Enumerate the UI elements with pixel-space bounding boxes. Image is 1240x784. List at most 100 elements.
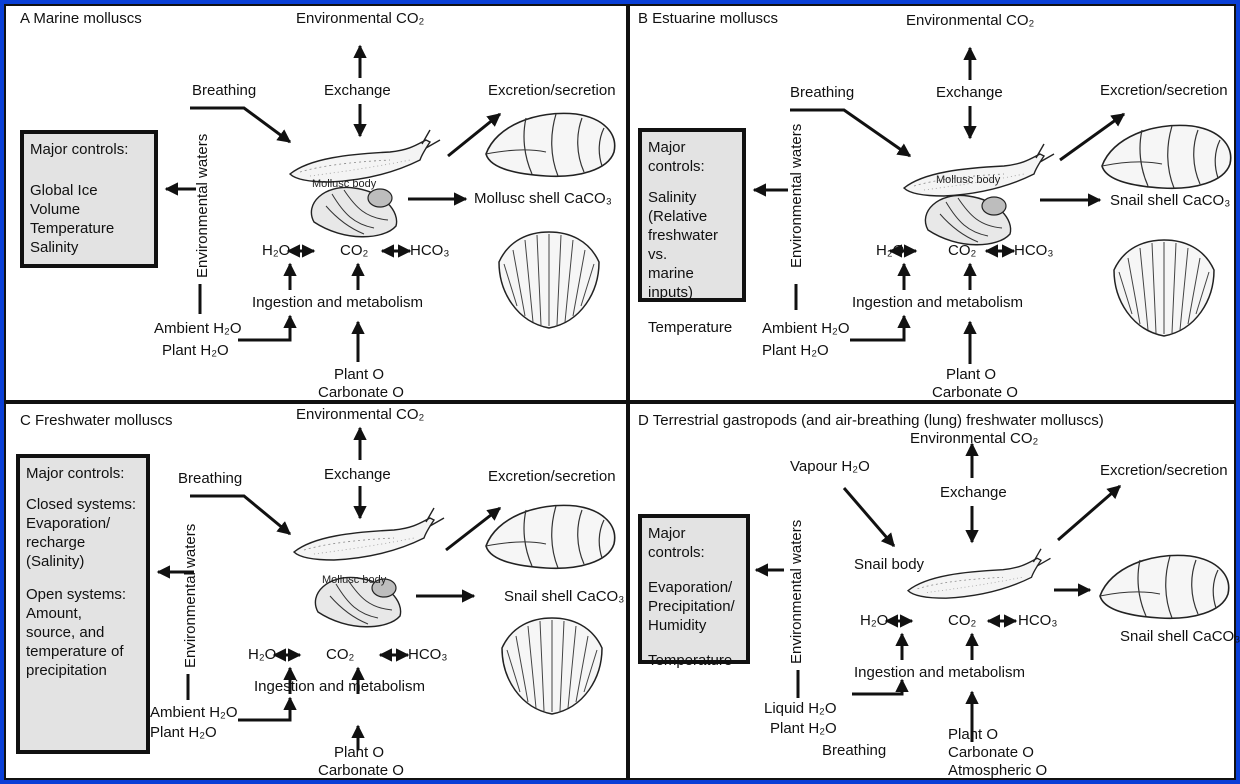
panel-b-h2o: H₂O: [876, 242, 905, 259]
panel-b-carbonate-o: Carbonate O: [932, 384, 1018, 401]
panel-c-control-item: Evaporation/: [26, 515, 111, 532]
panel-d-h2o: H₂O: [860, 612, 889, 629]
panel-d-breathing: Breathing: [822, 742, 887, 759]
panel-a-ingestion: Ingestion and metabolism: [252, 294, 423, 311]
panel-d-snail-shell: [1099, 554, 1230, 620]
panel-a-controls-box: Major controls: Global Ice Volume Temper…: [20, 130, 158, 268]
panel-d-carbonate-o: Carbonate O: [948, 744, 1034, 761]
panel-a-excretion: Excretion/secretion: [488, 82, 616, 99]
panel-c-control-item: Open systems:: [26, 586, 127, 603]
panel-d-plant-h2o: Plant H₂O: [770, 720, 837, 737]
panel-d-hco3: HCO₃: [1018, 612, 1058, 629]
panel-b-control-item: freshwater vs.: [648, 227, 719, 263]
panel-b-hco3: HCO₃: [1014, 242, 1054, 259]
panel-c-h2o: H₂O: [248, 646, 277, 663]
panel-c-scallop-shell: [501, 617, 603, 715]
panel-b-mollusc-slug: [903, 143, 1055, 197]
panel-d-arrows: [754, 442, 1122, 742]
panel-c-exchange: Exchange: [324, 466, 391, 483]
panel-b-plant-o: Plant O: [946, 366, 997, 383]
panel-a-ambient-h2o: Ambient H₂O: [154, 320, 242, 337]
panel-b-co2: CO₂: [948, 242, 977, 259]
panel-a-mollusc-slug: [289, 129, 441, 183]
panel-c-control-item: precipitation: [26, 662, 107, 679]
panel-a-exchange: Exchange: [324, 82, 391, 99]
panel-c-control-item: Amount,: [26, 605, 82, 622]
panel-d-atmospheric-o: Atmospheric O: [948, 762, 1048, 779]
panel-a-hco3: HCO₃: [410, 242, 450, 259]
panel-a-carbonate-o: Carbonate O: [318, 384, 404, 401]
diagram-frame: A Marine molluscs Environmental CO₂ Exch…: [4, 4, 1240, 780]
panel-b-ingestion: Ingestion and metabolism: [852, 294, 1023, 311]
panel-c-ingestion: Ingestion and metabolism: [254, 678, 425, 695]
panel-d-exchange: Exchange: [940, 484, 1007, 501]
panel-b-breathing: Breathing: [790, 84, 855, 101]
panel-b-control-item: (Relative: [648, 208, 708, 225]
panel-c-co2: CO₂: [326, 646, 355, 663]
panel-c-shell-label: Snail shell CaCO₃: [504, 588, 625, 605]
panel-c-plant-o: Plant O: [334, 744, 385, 761]
panel-d-liquid-h2o: Liquid H₂O: [764, 700, 837, 717]
panel-d-controls-title: Major controls:: [648, 525, 705, 561]
panel-a-controls-title: Major controls:: [30, 141, 129, 158]
panel-d-body-label: Snail body: [854, 556, 925, 573]
panel-b-controls-box: Major controls: Salinity (Relative fresh…: [638, 128, 746, 336]
panel-c-title: C Freshwater molluscs: [20, 412, 173, 429]
panel-c-control-item: source, and: [26, 624, 105, 641]
panel-a-h2o: H₂O: [262, 242, 291, 259]
panel-b-mollusc-organs: [924, 194, 1012, 246]
panel-c-arrows: [156, 426, 502, 750]
panel-b-controls-title: Major controls:: [648, 139, 705, 175]
panel-b-body-label: Mollusc body: [936, 174, 1001, 186]
panel-b-title: B Estuarine molluscs: [638, 10, 779, 27]
panel-b-excretion: Excretion/secretion: [1100, 82, 1228, 99]
panel-b-ambient-h2o: Ambient H₂O: [762, 320, 850, 337]
panel-a-control-item: Salinity: [30, 239, 79, 256]
panel-a-mollusc-organs: [310, 186, 398, 238]
panel-a-control-item: Global Ice Volume: [30, 182, 98, 218]
panel-c-breathing: Breathing: [178, 470, 243, 487]
panel-d-excretion: Excretion/secretion: [1100, 462, 1228, 479]
panel-c-controls-box: Major controls: Closed systems: Evaporat…: [16, 454, 150, 754]
panel-c-excretion: Excretion/secretion: [488, 468, 616, 485]
panel-a-shell-label: Mollusc shell CaCO₃: [474, 190, 612, 207]
panel-b-env-waters: Environmental waters: [788, 123, 805, 268]
panel-d-control-item: Evaporation/: [648, 579, 733, 596]
panel-b-control-item: marine inputs): [648, 265, 694, 301]
panel-b-plant-h2o: Plant H₂O: [762, 342, 829, 359]
panel-d-control-item: Humidity: [648, 617, 707, 634]
panel-c-plant-h2o: Plant H₂O: [150, 724, 217, 741]
panel-a-plant-o: Plant O: [334, 366, 385, 383]
panel-d-controls-box: Major controls: Evaporation/ Precipitati…: [638, 514, 750, 669]
diagram-graphics: [4, 4, 1236, 780]
panel-c-ambient-h2o: Ambient H₂O: [150, 704, 238, 721]
panel-b-env-co2: Environmental CO₂: [906, 12, 1035, 29]
panel-a-breathing: Breathing: [192, 82, 257, 99]
panel-b-scallop-shell: [1113, 239, 1215, 337]
panel-d-title: D Terrestrial gastropods (and air-breath…: [638, 412, 1104, 429]
panel-d-plant-o: Plant O: [948, 726, 999, 743]
panel-d-control-item: Precipitation/: [648, 598, 735, 615]
panel-b-control-item: Salinity: [648, 189, 697, 206]
panel-b-snail-shell: [1101, 124, 1232, 190]
panel-a-control-item: Temperature: [30, 220, 115, 237]
panel-d-co2: CO₂: [948, 612, 977, 629]
panel-c-mollusc-slug: [293, 507, 445, 561]
panel-c-body-label: Mollusc body: [322, 574, 387, 586]
panel-c-env-co2: Environmental CO₂: [296, 406, 425, 423]
panel-a-body-label: Mollusc body: [312, 178, 377, 190]
panel-a-arrows: [164, 44, 502, 362]
panel-d-vapour-h2o: Vapour H₂O: [790, 458, 870, 475]
panel-c-control-item: Closed systems:: [26, 496, 137, 513]
panel-b-arrows: [752, 46, 1126, 364]
panel-d-env-co2: Environmental CO₂: [910, 430, 1039, 447]
panel-c-hco3: HCO₃: [408, 646, 448, 663]
panel-b-exchange: Exchange: [936, 84, 1003, 101]
panel-c-control-item: recharge: [26, 534, 86, 551]
panel-a-snail-shell: [485, 112, 616, 178]
panel-c-env-waters: Environmental waters: [182, 523, 199, 668]
panel-c-controls-title: Major controls:: [26, 465, 125, 482]
panel-b-shell-label: Snail shell CaCO₃: [1110, 192, 1231, 209]
panel-d-snail-slug: [907, 548, 1052, 599]
panel-d-shell-label: Snail shell CaCO₃: [1120, 628, 1240, 645]
